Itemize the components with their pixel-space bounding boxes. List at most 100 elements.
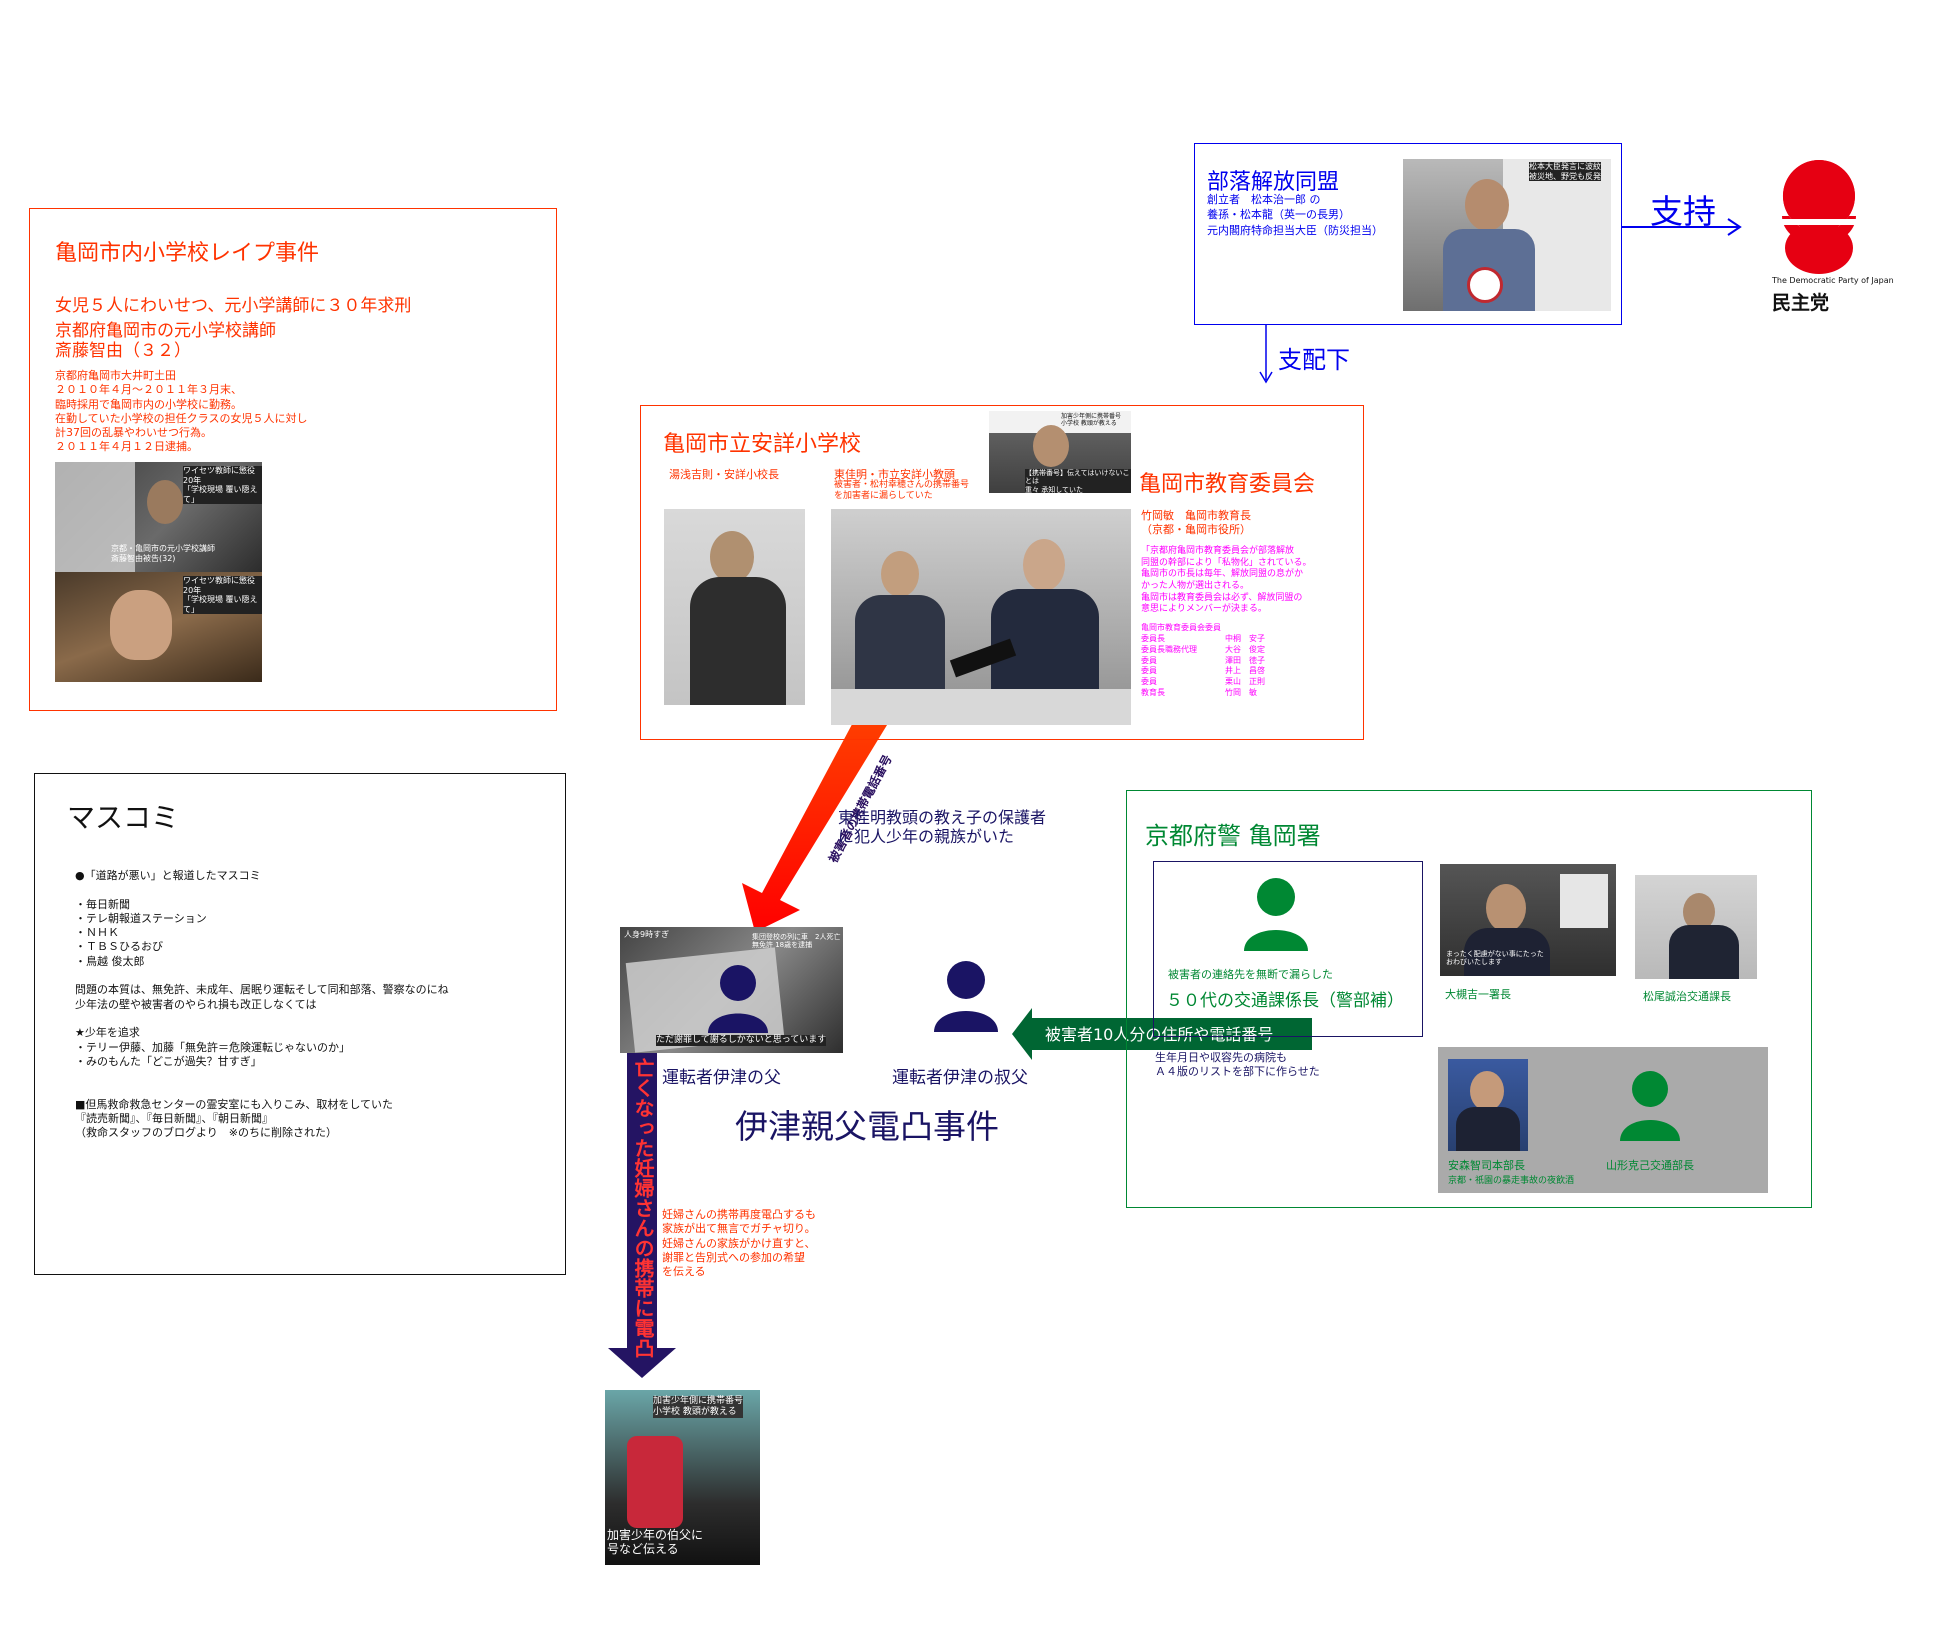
izu-father-photo: 人身9時すぎ 集団登校の列に車 2人死亡 無免許 18歳を逮捕 ただ謝罪して謝る… [620,927,843,1053]
traffic-dept-label: 山形克己交通部長 [1606,1159,1694,1172]
member-row: 委員井上 昌啓 [1141,666,1265,677]
izu-uncle-silhouette-icon [934,961,998,1032]
member-name: 大谷 俊定 [1225,644,1265,654]
kameoka-case-headline: 女児５人にわいせつ、元小学講師に３０年求刑 [55,296,412,316]
officer-note: 被害者の連絡先を無断で漏らした [1168,968,1333,981]
hq-chief-label: 安森智司本部長 [1448,1159,1525,1172]
chief-photo-caption: まったく配慮がない事にたった おわびいたします [1446,950,1544,967]
traffic-chief-label: 松尾誠治交通課長 [1643,990,1731,1003]
member-role: 教育長 [1141,687,1165,697]
soccer-ball [1467,267,1503,303]
massmedia-title: マスコミ [67,801,180,834]
matsumoto-head [1465,179,1509,231]
suspect-photo-top: ワイセツ教師に懲役20年 「学校現場 覆い隠えて」 京都・亀岡市の元小学校講師 … [55,462,262,572]
tv-vp-head [1033,425,1069,467]
izu-photo-corner: 人身9時すぎ [624,930,670,939]
kameoka-suspect-line2: 斎藤智由（３２） [55,341,191,361]
press-conference-photo [831,509,1131,725]
table-surface [831,689,1131,725]
members-title: 亀岡市教育委員会委員 [1141,623,1221,632]
kameoka-case-details: 京都府亀岡市大井町土田 ２０１０年４月〜２０１１年３月末、 臨時採用で亀岡市内の… [55,369,308,454]
blackboard-area [55,462,135,572]
izu-photo-top-caption: 集団登校の列に車 2人死亡 無免許 18歳を逮捕 [752,933,841,950]
suspect-head [147,480,183,524]
izu-note: 妊婦さんの携帯再度電凸するも 家族が出て無言でガチャ切り。 妊婦さんの家族がかけ… [662,1208,816,1279]
traffic-chief-head [1683,893,1715,931]
under-arrowhead [1259,371,1273,384]
traffic-dept-silhouette-icon [1620,1071,1680,1141]
member-name: 井上 昌啓 [1225,666,1265,676]
tv-banner [989,411,1131,433]
kameoka-case-box: 亀岡市内小学校レイプ事件 女児５人にわいせつ、元小学講師に３０年求刑 京都府亀岡… [29,208,557,711]
principal-body [690,577,786,705]
member-role: 委員長職務代理 [1141,644,1197,654]
board-head: 竹岡敏 亀岡市教育長 （京都・亀岡市役所） [1141,509,1251,537]
chief-label: 大槻吉一署長 [1445,988,1511,1001]
principal-photo [664,509,805,705]
chief-photo-board [1560,874,1608,928]
tv-still-photo: 加害少年側に携帯番号 小学校 教頭が教える 【携帯番号】伝えてはいけないことは … [989,411,1131,493]
phone-photo: 加害少年側に携帯番号 小学校 教頭が教える 加害少年の伯父に 号など伝える [605,1390,760,1565]
tv-caption: 【携帯番号】伝えてはいけないことは 重々 承知していた [1025,469,1131,493]
police-box: 京都府警 亀岡署 被害者の連絡先を無断で漏らした ５０代の交通課係長（警部補） … [1126,790,1812,1208]
suspect-photo-caption-name: 京都・亀岡市の元小学校講師 斎藤智由被告(32) [111,544,215,563]
support-arrowhead [1727,218,1742,236]
matsumoto-photo-caption: 松本大臣発言に波紋 被災地、野党も反発 [1529,162,1601,182]
hq-chief-head [1470,1071,1504,1111]
chief-head [1486,884,1526,932]
principal-head [710,531,754,583]
vp-head [881,551,919,597]
phone-shape [627,1436,683,1528]
izu-father-silhouette-icon [708,965,768,1033]
officer-silhouette-icon [1244,878,1308,951]
massmedia-box: マスコミ ●「道路が悪い」と報道したマスコミ ・毎日新聞 ・テレ朝報道ステーショ… [34,773,566,1275]
navy-arrowhead [608,1348,676,1378]
hq-chief-photo [1448,1059,1528,1151]
member-role: 委員長 [1141,634,1165,643]
izu-uncle-label: 運転者伊津の叔父 [892,1068,1028,1088]
matsumoto-photo: 松本大臣発言に波紋 被災地、野党も反発 [1403,159,1611,311]
member-name: 竹岡 敏 [1225,687,1257,697]
hq-chief-note: 京都・祇園の暴走事故の夜飲酒 [1448,1176,1575,1186]
principal-label: 湯浅吉則・安詳小校長 [669,468,779,481]
vice-principal-note: 被害者・松村幸穂さんの携帯番号 を加害者に漏らしていた [834,480,970,502]
izu-father-label: 運転者伊津の父 [662,1068,781,1088]
suspect-photo-caption-bottom: ワイセツ教師に懲役20年 「学校現場 覆い隠えて」 [183,576,262,615]
member-name: 澤田 徳子 [1225,655,1265,665]
tv-top-caption: 加害少年側に携帯番号 小学校 教頭が教える [1061,413,1122,428]
navy-arrow-label: 亡くなった妊婦さんの携帯に電凸 [631,1058,655,1358]
support-label: 支持 [1650,192,1716,231]
officer-title: ５０代の交通課係長（警部補） [1166,991,1404,1011]
member-role: 委員 [1141,655,1157,665]
red-arrow [742,700,895,932]
member-role: 委員 [1141,677,1157,687]
police-title: 京都府警 亀岡署 [1145,822,1321,850]
member-row: 委員長中桐 安子 [1141,634,1265,645]
school-box: 亀岡市立安詳小学校 湯浅吉則・安詳小校長 東佳明・市立安詳小教頭 被害者・松村幸… [640,405,1364,740]
under-label: 支配下 [1278,346,1350,374]
officer-box: 被害者の連絡先を無断で漏らした ５０代の交通課係長（警部補） [1153,861,1423,1037]
kameoka-case-title: 亀岡市内小学校レイプ事件 [55,241,320,266]
member-row: 教育長 竹岡 敏 [1141,688,1265,699]
vice-principal-label: 東佳明・市立安詳小教頭 [834,468,955,481]
izu-case-title: 伊津親父電凸事件 [735,1107,999,1146]
chief-body [1464,928,1550,976]
traffic-chief-photo [1635,875,1757,979]
buraku-text: 創立者 松本治一郎 の 養孫・松本龍（英一の長男） 元内閣府特命担当大臣（防災担… [1207,193,1383,237]
buraku-title: 部落解放同盟 [1207,170,1340,195]
phone-photo-caption: 加害少年の伯父に 号など伝える [607,1528,704,1557]
hq-chief-body [1456,1107,1520,1151]
navy-arrow-shaft [627,1050,657,1350]
dpj-japanese: 民主党 [1772,292,1830,314]
kameoka-suspect-line1: 京都府亀岡市の元小学校講師 [55,321,276,341]
suspect-photo-caption-top: ワイセツ教師に懲役20年 「学校現場 覆い隠えて」 [183,466,262,505]
dpj-logo: The Democratic Party of Japan 民主党 [1772,158,1898,318]
member-name: 栗山 正則 [1225,677,1265,687]
traffic-chief-body [1669,925,1739,979]
phone-photo-caption-top: 加害少年側に携帯番号 小学校 教頭が教える [653,1396,744,1418]
member-row: 委員 栗山 正則 [1141,677,1265,688]
school-title: 亀岡市立安詳小学校 [663,432,862,457]
board-note: 「京都府亀岡市教育委員会が部落解放 同盟の幹部により「私物化」されている。 亀岡… [1141,546,1312,615]
massmedia-body: ●「道路が悪い」と報道したマスコミ ・毎日新聞 ・テレ朝報道ステーション ・ＮＨ… [75,869,449,1140]
